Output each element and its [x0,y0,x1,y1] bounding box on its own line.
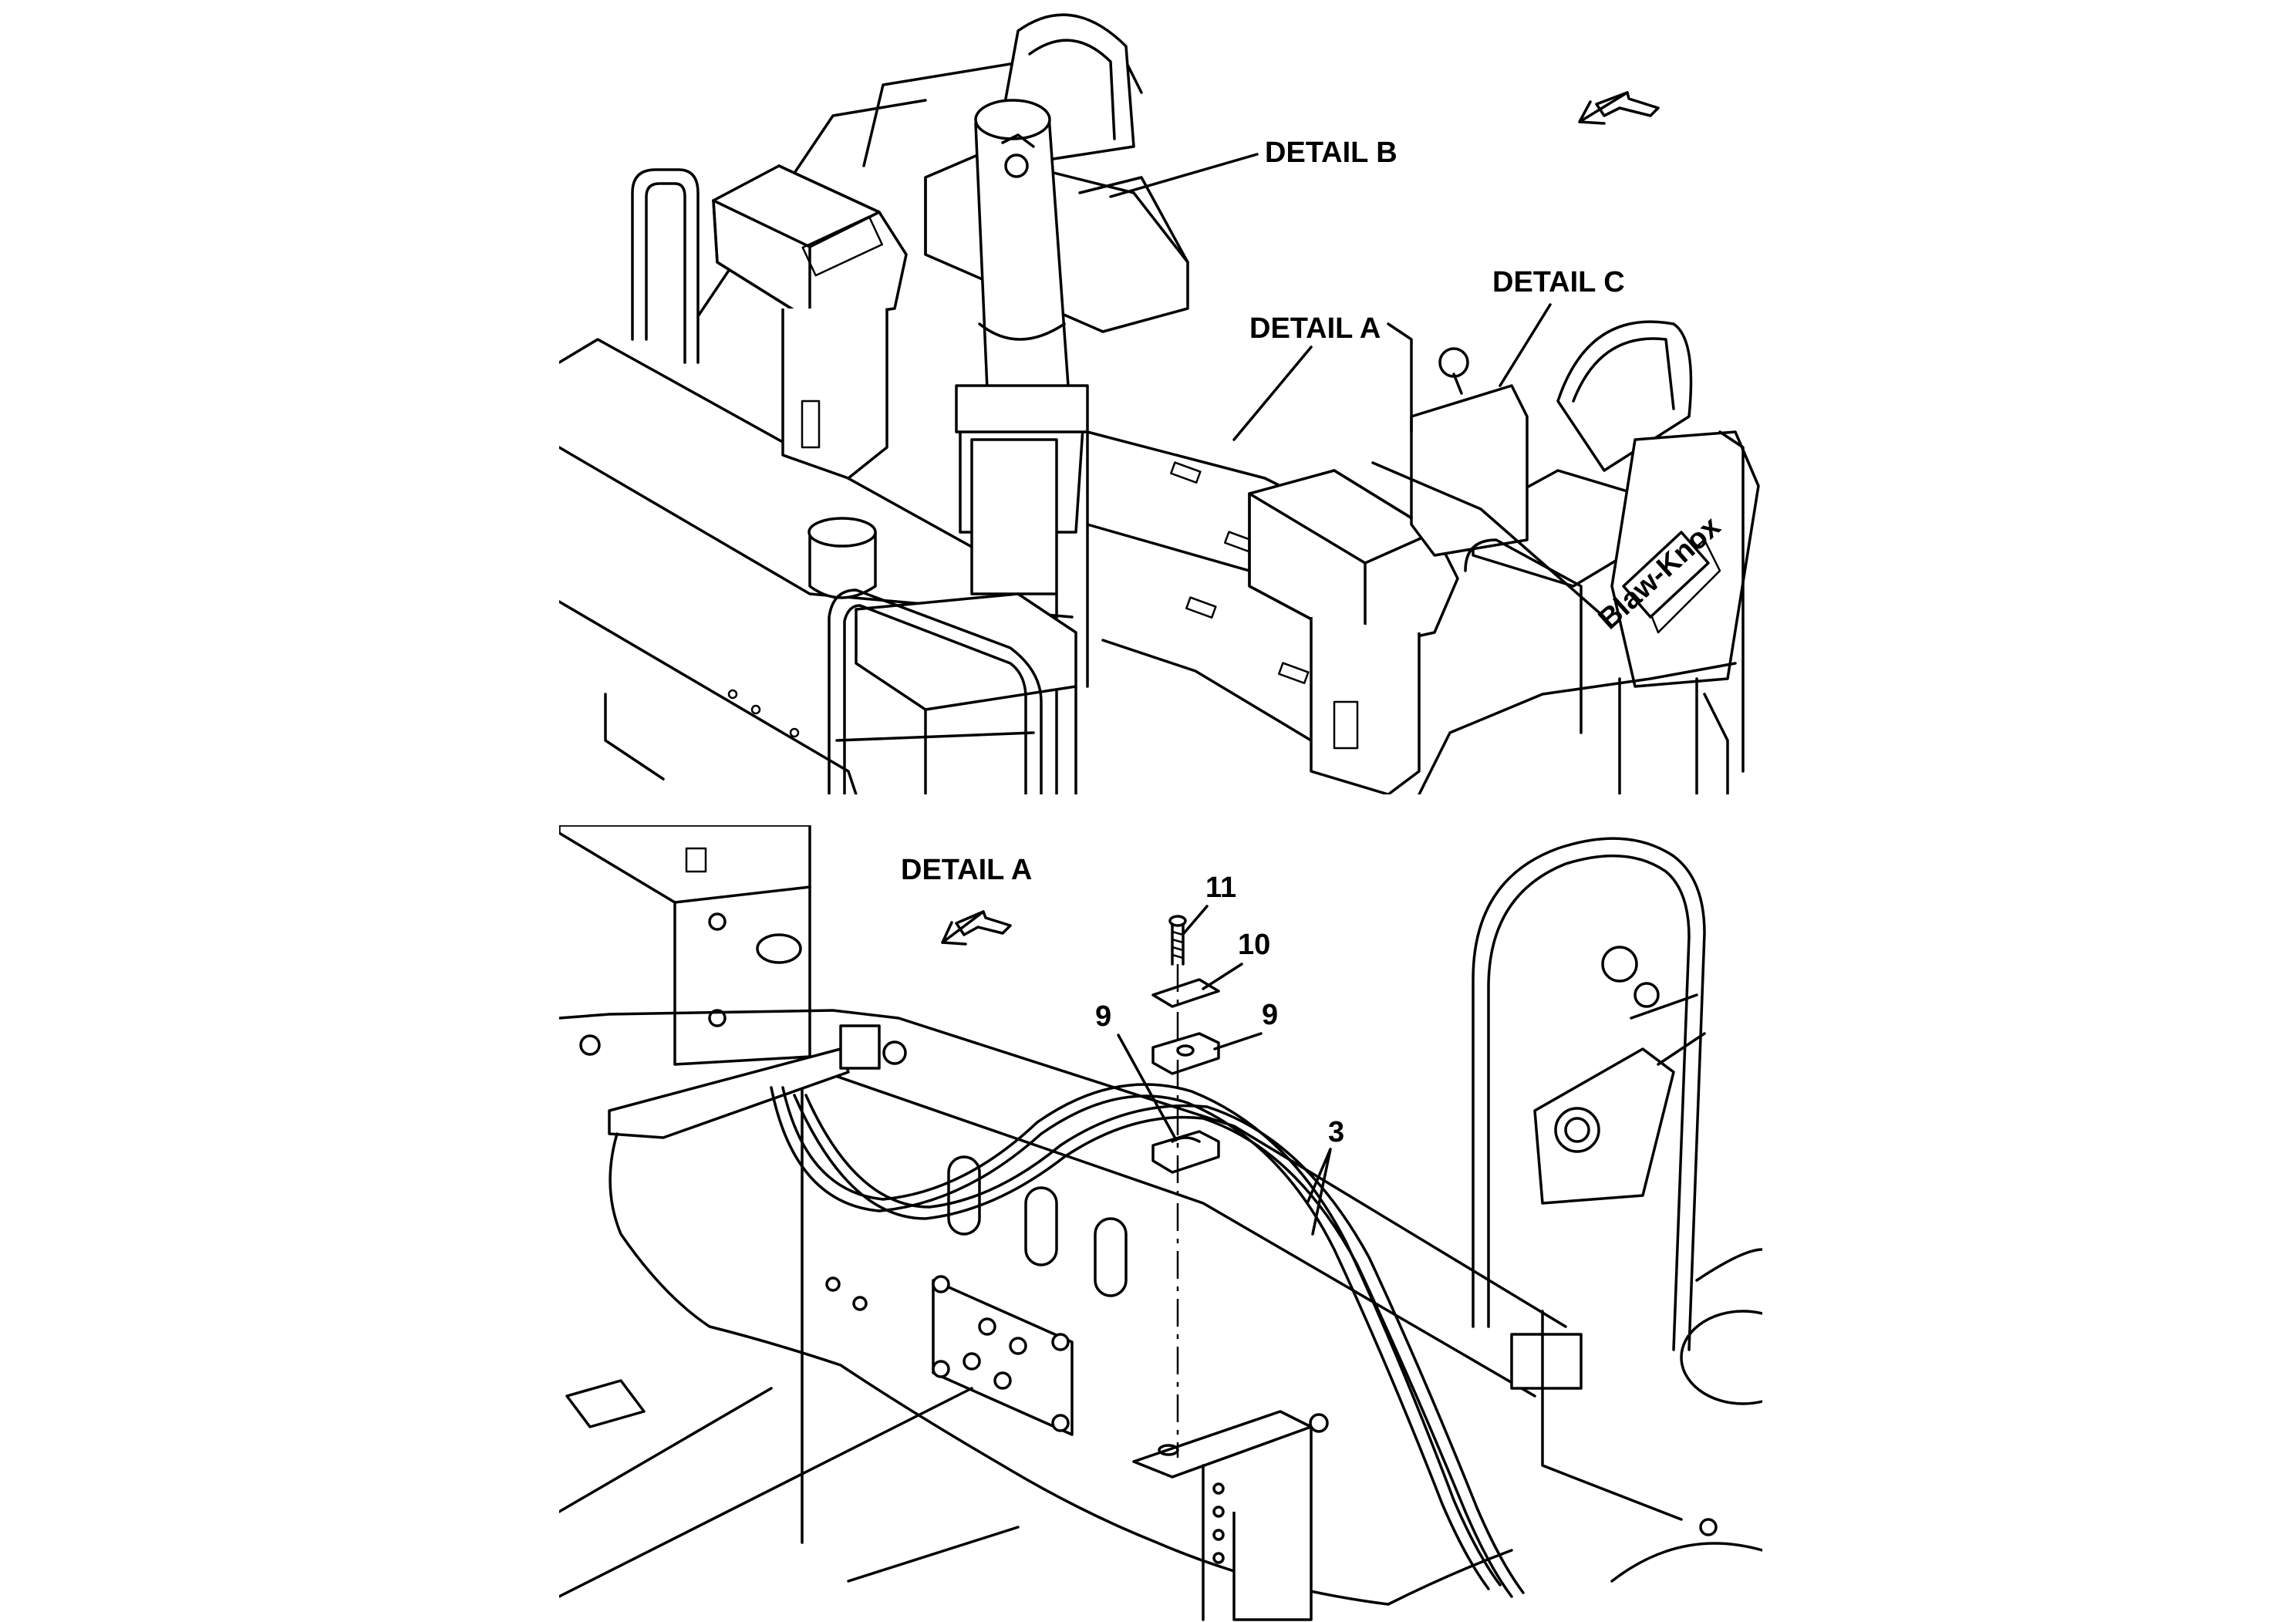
arrow-left-down-icon [941,910,1012,946]
hydraulic-hoses [770,1083,1525,1598]
svg-text:9: 9 [1262,999,1278,1031]
callout-detail-a: DETAIL A [1232,312,1381,441]
plate-part [1151,978,1220,1008]
arrow-left-down-icon [1578,91,1660,125]
svg-text:DETAIL C: DETAIL C [1492,266,1625,298]
bolt-part [1168,915,1187,966]
clamp-half-upper [1151,1032,1220,1075]
svg-text:9: 9 [1095,1000,1111,1033]
svg-text:10: 10 [1238,929,1270,961]
callout-item-9-upper: 9 [1213,999,1278,1050]
callout-item-11: 11 [1182,872,1236,935]
detail-title: DETAIL A [901,854,1032,886]
clamp-assembly [1151,915,1220,1458]
callout-item-9-lower: 9 [1095,1000,1178,1141]
callout-item-3: 3 [1306,1116,1344,1236]
svg-text:DETAIL B: DETAIL B [1265,137,1397,169]
clamp-half-lower [1151,1130,1220,1174]
detail-a-illustration: 11 10 9 9 3 DETAIL A [559,825,1762,1621]
svg-text:3: 3 [1328,1116,1344,1148]
callout-detail-c: DETAIL C [1492,266,1625,387]
svg-text:DETAIL A: DETAIL A [1249,312,1381,345]
callout-detail-b: DETAIL B [1109,137,1397,198]
callout-item-10: 10 [1202,929,1270,990]
svg-text:11: 11 [1205,872,1236,904]
overview-illustration: Blaw-Knox DETAIL B DETAIL C DETAIL A [559,13,1760,794]
